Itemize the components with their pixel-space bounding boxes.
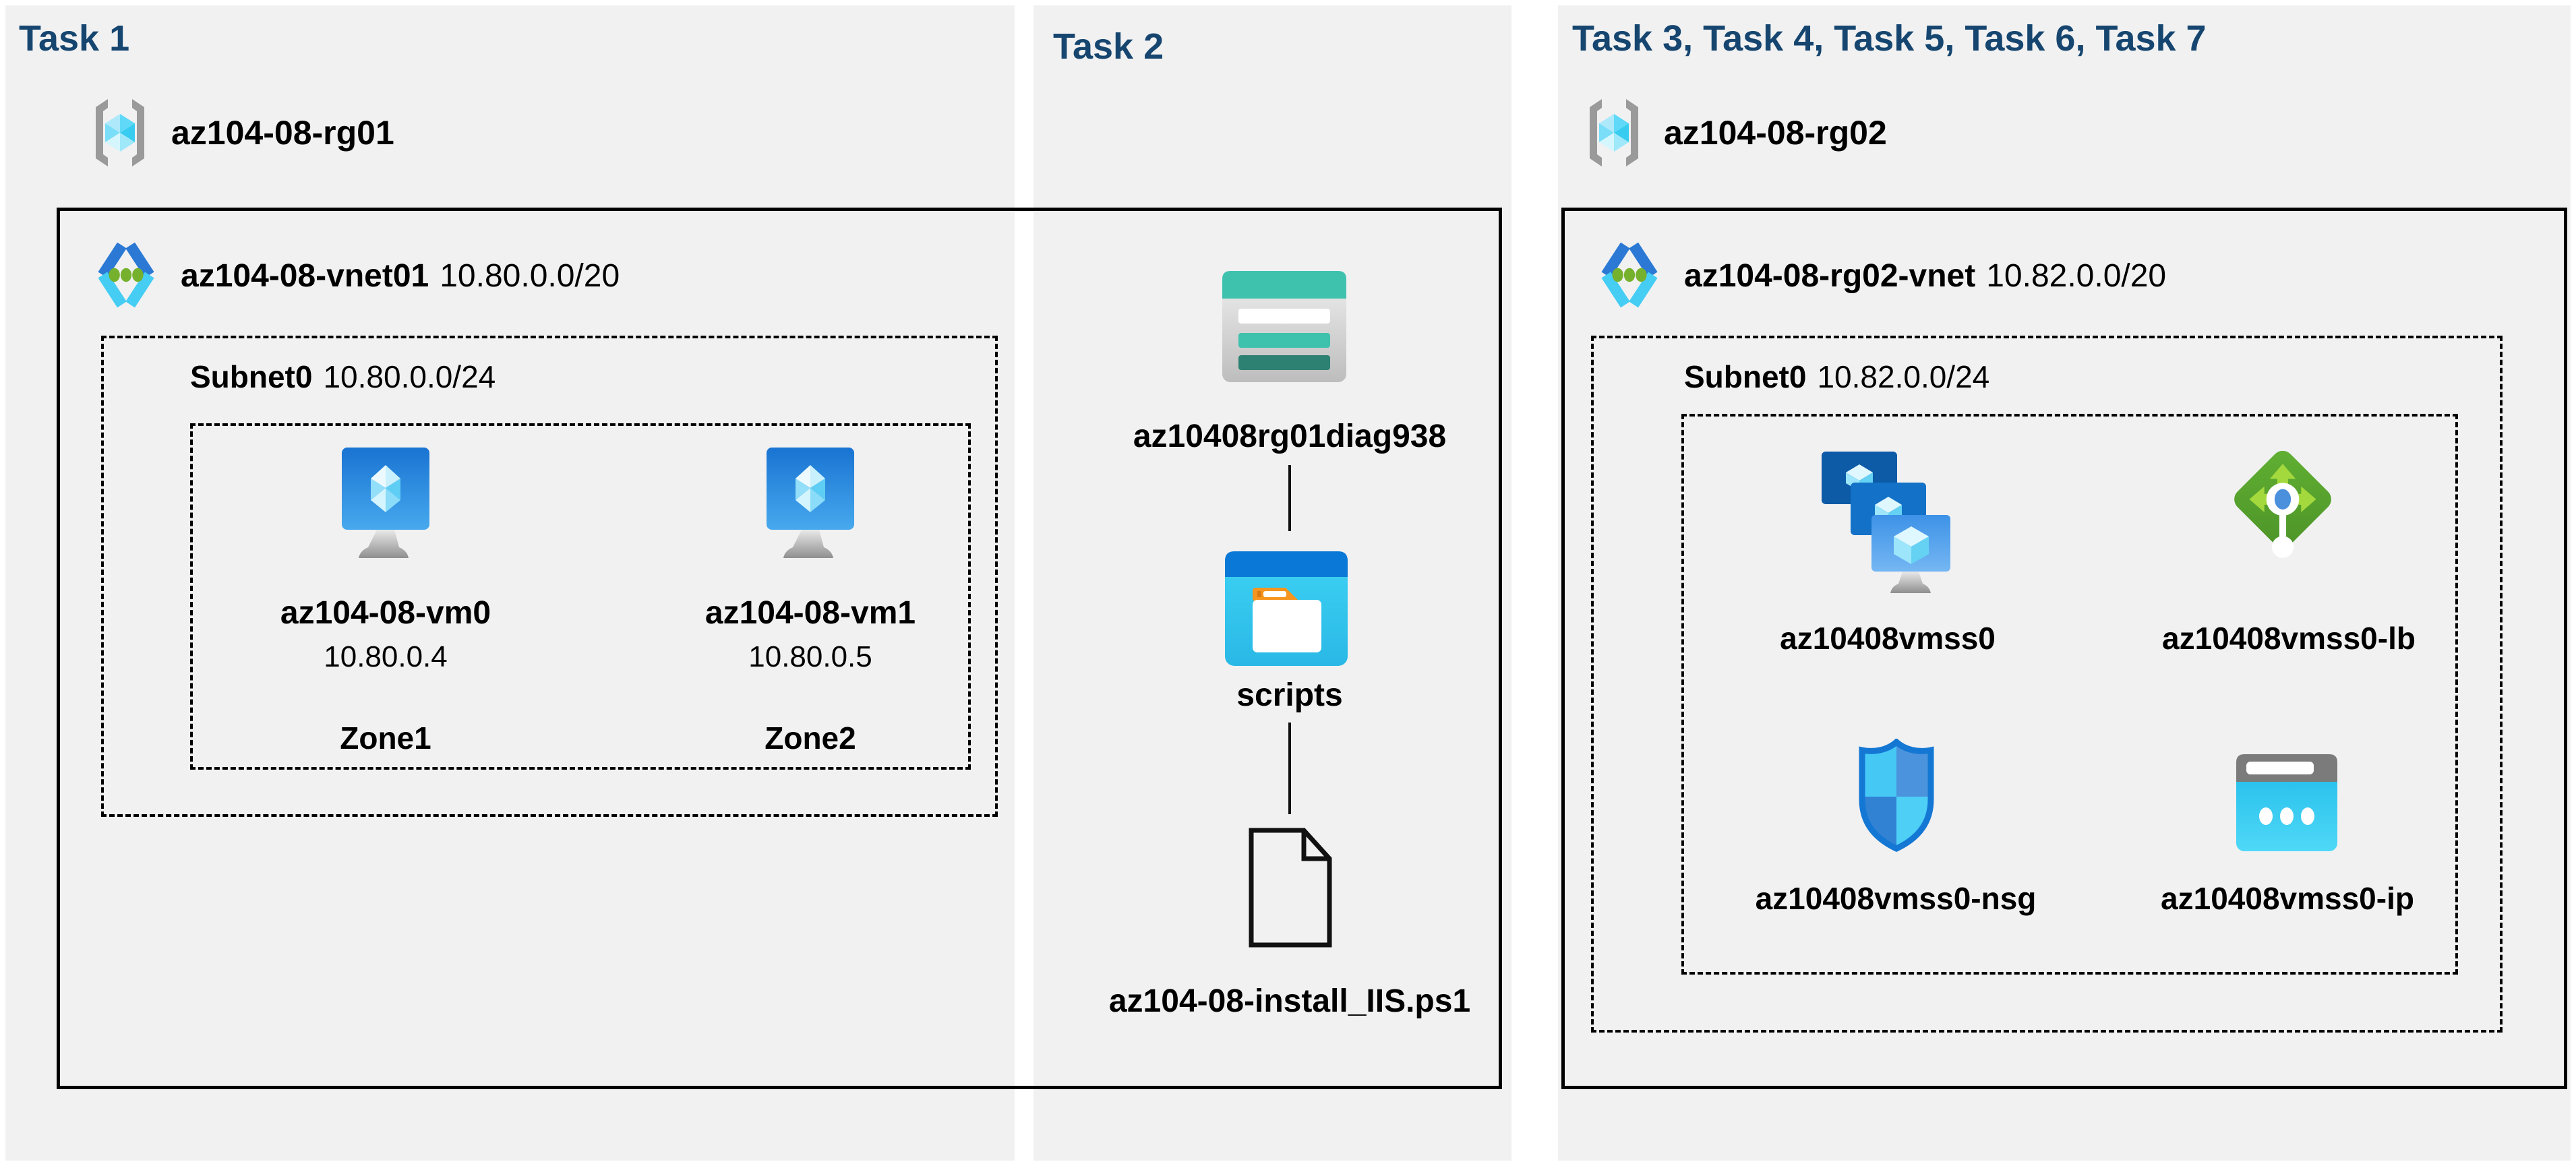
vm-zone-label: Zone1 [340, 720, 431, 756]
subnet-name: Subnet0 [1684, 359, 1807, 394]
resource-group-icon [1590, 99, 1638, 166]
task1-panel [5, 5, 1015, 1161]
public-ip-icon [2236, 754, 2337, 851]
resource-group-label: az104-08-rg02 [1664, 114, 1887, 152]
storage-account-icon [1222, 271, 1346, 382]
task1-header: Task 1 [19, 18, 130, 59]
virtual-network-icon [1601, 243, 1658, 308]
vnet-label: az104-08-vnet01 10.80.0.0/20 [181, 257, 620, 295]
subnet-box [101, 336, 998, 817]
task2-header: Task 2 [1053, 26, 1164, 67]
vm-name-label: az104-08-vm0 [280, 595, 491, 631]
subnet-label: Subnet0 10.80.0.0/24 [190, 359, 496, 395]
vm-ip-label: 10.80.0.5 [748, 640, 872, 673]
zone-box [190, 423, 971, 770]
nsg-label: az10408vmss0-nsg [1755, 881, 2037, 916]
connector-line [1288, 465, 1291, 531]
vm-name-label: az104-08-vm1 [705, 595, 916, 631]
vnet-box [1561, 208, 2567, 1089]
vm-scale-set-icon [1822, 452, 1950, 593]
container-label: scripts [1236, 677, 1343, 713]
storage-account-label: az10408rg01diag938 [1133, 419, 1447, 454]
subnet-label: Subnet0 10.82.0.0/24 [1684, 359, 1989, 395]
subnet-name: Subnet0 [190, 359, 313, 394]
vnet-cidr: 10.82.0.0/20 [1986, 258, 2167, 294]
task3-header: Task 3, Task 4, Task 5, Task 6, Task 7 [1572, 18, 2207, 59]
resources-box [1681, 414, 2458, 975]
vmss-label: az10408vmss0 [1780, 621, 1996, 656]
vnet-box [57, 208, 1502, 1089]
public-ip-label: az10408vmss0-ip [2161, 881, 2414, 916]
subnet-cidr: 10.80.0.0/24 [323, 359, 496, 394]
folder-icon [1225, 551, 1348, 666]
load-balancer-label: az10408vmss0-lb [2162, 621, 2416, 656]
script-file-label: az104-08-install_IIS.ps1 [1108, 983, 1471, 1019]
subnet-box [1591, 336, 2503, 1033]
vnet-name: az104-08-vnet01 [181, 258, 429, 294]
resource-group-label: az104-08-rg01 [171, 114, 394, 152]
vm-zone-label: Zone2 [765, 720, 856, 756]
task3-panel [1558, 5, 2571, 1161]
load-balancer-icon [2234, 450, 2331, 558]
virtual-machine-icon [342, 448, 429, 558]
vnet-label: az104-08-rg02-vnet 10.82.0.0/20 [1684, 257, 2166, 295]
vm-ip-label: 10.80.0.4 [324, 640, 448, 673]
virtual-machine-icon [767, 448, 854, 558]
vnet-cidr: 10.80.0.0/20 [440, 258, 620, 294]
vnet-name: az104-08-rg02-vnet [1684, 258, 1976, 294]
subnet-cidr: 10.82.0.0/24 [1817, 359, 1990, 394]
network-security-group-icon [1859, 739, 1934, 852]
resource-group-icon [96, 99, 144, 166]
file-icon [1249, 828, 1332, 948]
connector-line [1288, 723, 1291, 814]
virtual-network-icon [98, 243, 154, 308]
